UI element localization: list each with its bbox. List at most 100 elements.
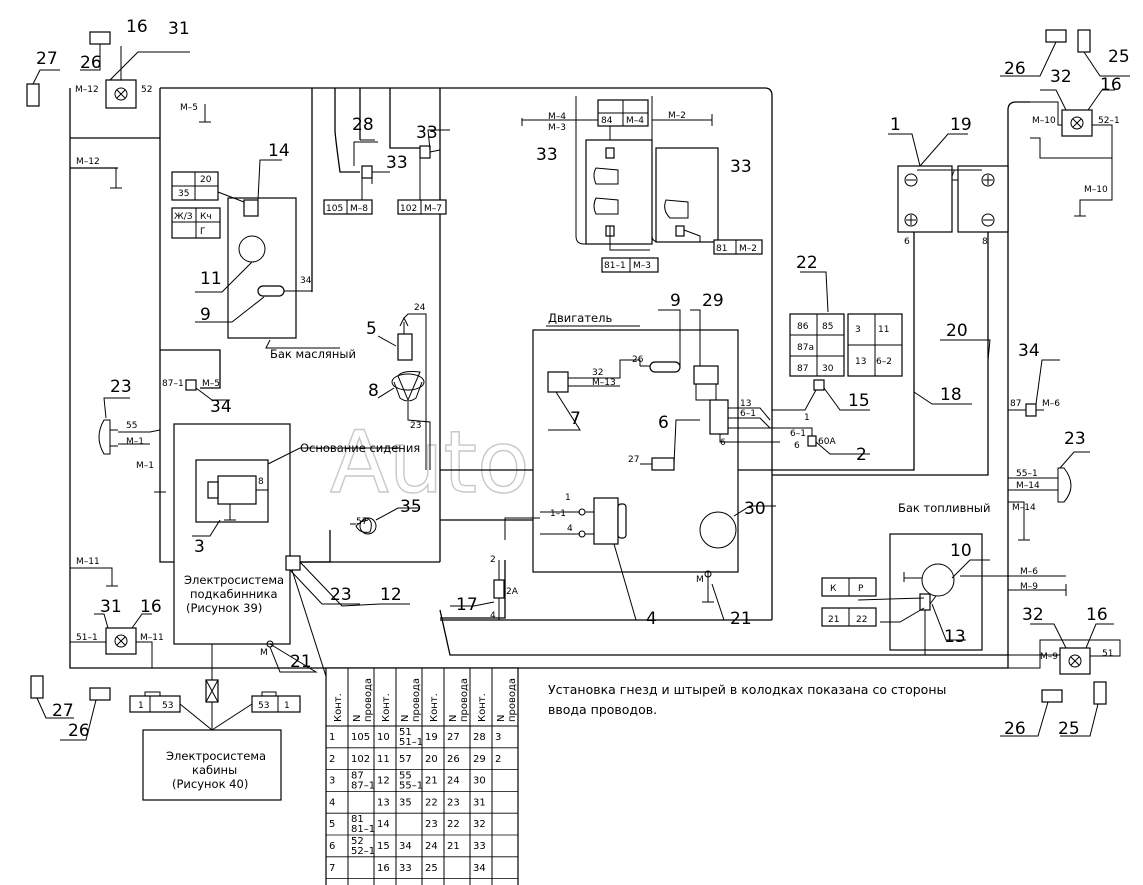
wire-label: 11 <box>878 325 889 335</box>
table-cell: 1 <box>329 732 335 743</box>
lamp-bottom-left <box>30 567 153 741</box>
filter-and-seat <box>173 313 431 870</box>
wire-label: 4 <box>490 611 496 621</box>
right-lamp-23 <box>1008 359 1090 541</box>
callout-21: 21 <box>730 609 752 629</box>
table-cell: 15 <box>377 841 390 852</box>
callout-25: 25 <box>1108 47 1130 67</box>
batteries <box>888 133 1009 233</box>
table-cell: 27 <box>447 732 460 743</box>
wire-label: 105 <box>326 204 343 214</box>
callout-27: 27 <box>36 49 58 69</box>
wire-label: М–5 <box>202 379 220 389</box>
callout-8: 8 <box>368 381 379 401</box>
oil-tank-label: Бак масляный <box>270 347 356 361</box>
callout-21: 21 <box>290 652 312 672</box>
wire-label: 6–1 <box>790 429 806 439</box>
wire-label: М–9 <box>1020 582 1038 592</box>
callout-32: 32 <box>1050 67 1072 87</box>
callout-15: 15 <box>848 391 870 411</box>
callout-25: 25 <box>1058 719 1080 739</box>
table-cell: 32 <box>473 819 486 830</box>
engine-block <box>504 309 870 621</box>
table-header: Конт. <box>477 693 488 722</box>
table-cell: 24 <box>425 841 438 852</box>
wire-label: Г <box>200 227 206 237</box>
callout-23: 23 <box>1064 429 1086 449</box>
wire-label: 1 <box>565 493 571 503</box>
wire-label: М–10 <box>1084 185 1108 195</box>
wire-label: 35 <box>178 189 189 199</box>
wire-label: 60А <box>818 437 836 447</box>
wire-label: 6 <box>794 441 800 451</box>
cab-label-3: (Рисунок 40) <box>172 777 248 791</box>
wire-label: 87 <box>1010 399 1021 409</box>
wire-label: 4 <box>567 524 573 534</box>
table-cell: 34 <box>399 841 412 852</box>
leader-20 <box>940 339 991 361</box>
table-cell: 30 <box>473 776 486 787</box>
table-cell: 34 <box>473 863 486 874</box>
table-cell: 3 <box>495 732 501 743</box>
wire-label: М–10 <box>1032 116 1056 126</box>
note-line-1: Установка гнезд и штырей в колодках пока… <box>548 682 946 697</box>
wire-label: 87–1 <box>162 379 184 389</box>
wire-label: М–2 <box>668 111 686 121</box>
callout-34: 34 <box>1018 341 1040 361</box>
table-cell: 3 <box>329 776 335 787</box>
table-cell: 7 <box>329 863 335 874</box>
wire-label: К <box>830 584 837 594</box>
table-cell: 13 <box>377 797 390 808</box>
note-line-2: ввода проводов. <box>548 702 657 717</box>
callout-6: 6 <box>658 413 669 433</box>
callout-23: 23 <box>110 377 132 397</box>
wire-label: М–6 <box>1042 399 1060 409</box>
ground-m5 <box>199 104 211 123</box>
wire-label: 51 <box>1102 649 1113 659</box>
leader-18 <box>913 391 972 405</box>
wire-label: М–14 <box>1012 503 1036 513</box>
table-cell: 16 <box>377 863 390 874</box>
wire-label: 22 <box>856 615 867 625</box>
wire-label: М–3 <box>548 123 566 133</box>
wire-label: 21 <box>828 615 839 625</box>
fuel-tank-label: Бак топливный <box>898 501 990 515</box>
callout-30: 30 <box>744 499 766 519</box>
wire-label: 84 <box>601 116 613 126</box>
callout-33: 33 <box>730 157 752 177</box>
wire-label: М–3 <box>633 261 651 271</box>
heater-35 <box>350 507 505 620</box>
callout-33: 33 <box>536 145 558 165</box>
wire-label: М–11 <box>76 557 100 567</box>
callout-26: 26 <box>68 721 90 741</box>
wire-label: 6–2 <box>876 357 892 367</box>
lamp-top-left <box>26 31 190 109</box>
callout-18: 18 <box>940 385 962 405</box>
callout-26: 26 <box>80 53 102 73</box>
left-lamp-23 <box>98 379 230 493</box>
wire-label: 34 <box>300 276 312 286</box>
callout-4: 4 <box>646 609 657 629</box>
table-cell: 19 <box>425 732 438 743</box>
callout-16: 16 <box>126 17 148 37</box>
wire-label: М–1 <box>136 461 154 471</box>
wire-label: М–7 <box>424 204 442 214</box>
table-header: Конт. <box>333 693 344 722</box>
table-header: Конт. <box>429 693 440 722</box>
callout-29: 29 <box>702 291 724 311</box>
wire-label: М–8 <box>350 204 368 214</box>
callout-26: 26 <box>1004 59 1026 79</box>
wire-label: 7 <box>950 169 956 179</box>
wire-label: 55–1 <box>1016 469 1038 479</box>
callout-12: 12 <box>380 585 402 605</box>
wire-label: 102 <box>400 204 417 214</box>
table-cell: 6 <box>329 841 335 852</box>
callout-27: 27 <box>52 701 74 721</box>
table-cell: 22 <box>425 797 438 808</box>
cab-label-2: кабины <box>192 763 237 777</box>
table-header: Nпровода <box>352 678 374 722</box>
